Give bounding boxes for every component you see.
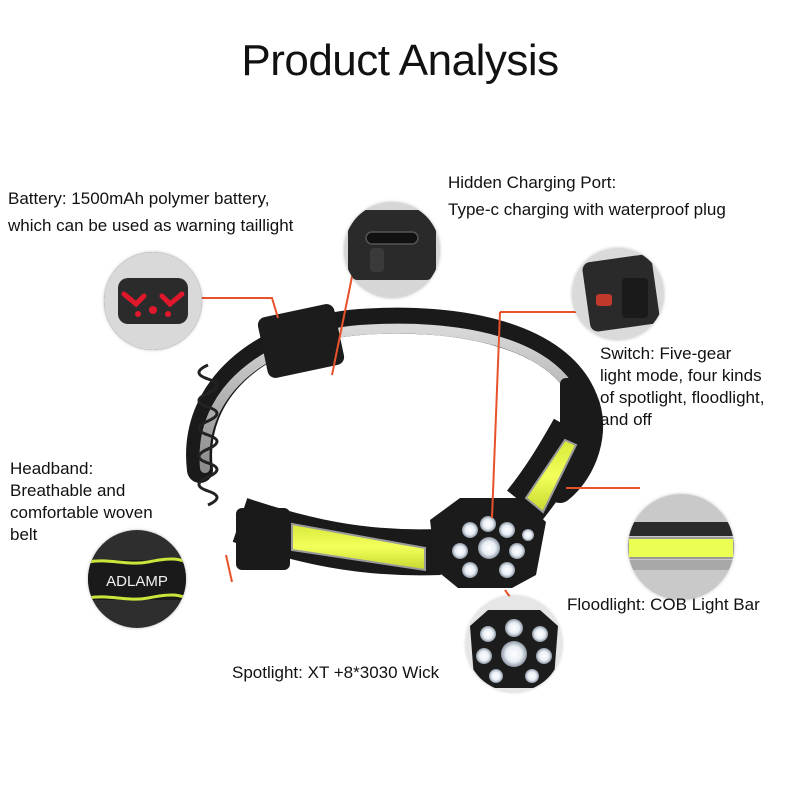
cob-bar-left	[291, 522, 426, 572]
floodlight-label-line-1: Floodlight: COB Light Bar	[567, 595, 760, 614]
charging-port-label-line-1: Hidden Charging Port:	[448, 173, 617, 192]
switch-inset	[572, 248, 664, 340]
switch-label-line-4: and off	[600, 410, 652, 429]
spotlight-label: Spotlight: XT +8*3030 Wick	[232, 662, 439, 684]
cob-floodlight-inset	[628, 494, 734, 600]
floodlight-label: Floodlight: COB Light Bar	[567, 594, 760, 616]
headband-belt-inset: ADLAMP	[88, 530, 186, 628]
battery-taillight-inset	[104, 252, 202, 350]
charging-port-inset	[344, 202, 440, 298]
charging-port-label-line-2: Type-c charging with waterproof plug	[448, 200, 726, 219]
switch-label-line-1: Switch: Five-gear	[600, 344, 732, 363]
switch-label: Switch: Five-gear light mode, four kinds…	[600, 343, 764, 431]
headband-strap	[186, 307, 604, 503]
battery-label-line-2: which can be used as warning taillight	[8, 216, 294, 235]
cob-bar-right	[524, 438, 578, 514]
lamp-housing	[430, 498, 546, 588]
page-title: Product Analysis	[241, 36, 559, 85]
belt-printed-text: ADLAMP	[106, 573, 168, 590]
coiled-cable	[197, 363, 219, 507]
spotlight-leds	[452, 516, 534, 578]
spotlight-label-line-1: Spotlight: XT +8*3030 Wick	[232, 663, 440, 682]
headband-label: Headband: Breathable and comfortable wov…	[10, 458, 153, 546]
spotlight-inset	[466, 596, 562, 692]
battery-box	[257, 304, 345, 378]
charging-port-label: Hidden Charging Port: Type-c charging wi…	[448, 172, 726, 221]
switch-label-line-3: of spotlight, floodlight,	[600, 388, 765, 407]
leader-lines	[190, 261, 640, 605]
battery-label-line-1: Battery: 1500mAh polymer battery,	[8, 189, 270, 208]
switch-label-line-2: light mode, four kinds	[600, 366, 762, 385]
headband-label-line-1: Headband:	[10, 459, 94, 478]
strap-clip-right	[560, 378, 586, 434]
headband-label-line-2: Breathable and	[10, 481, 126, 500]
strap-clip-left	[236, 508, 290, 570]
headband-label-line-4: belt	[10, 525, 38, 544]
battery-label: Battery: 1500mAh polymer battery, which …	[8, 188, 293, 237]
headband-label-line-3: comfortable woven	[10, 503, 153, 522]
